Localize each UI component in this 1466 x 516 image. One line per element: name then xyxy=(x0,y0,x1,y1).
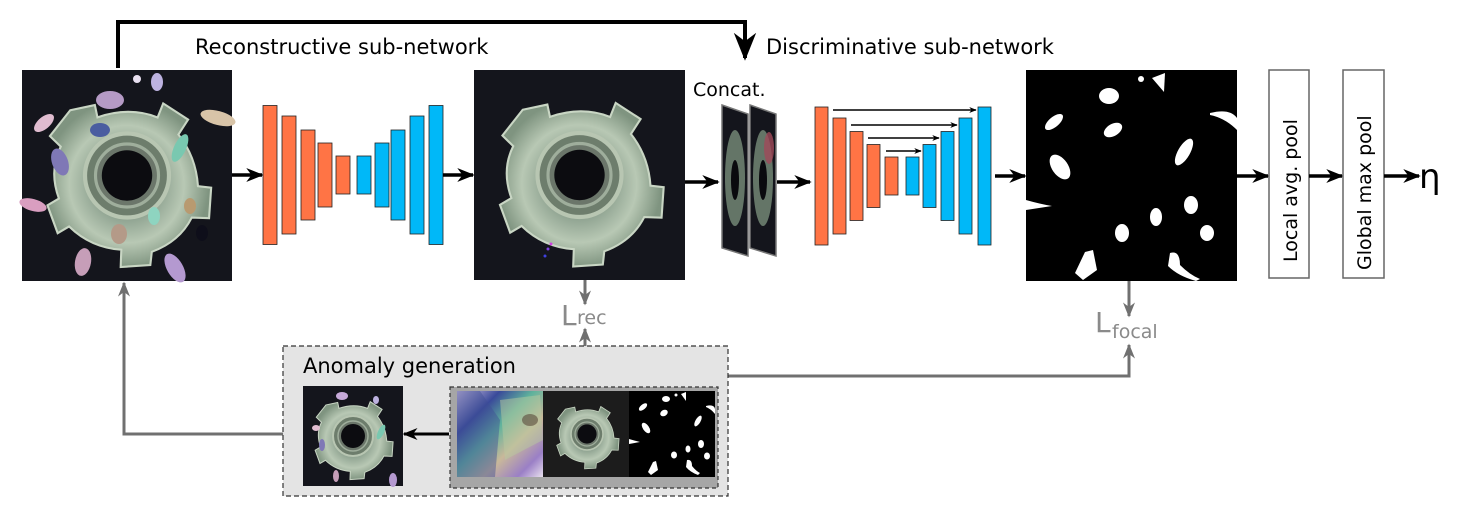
unet-decoder-layer xyxy=(958,117,973,235)
concatenated-images xyxy=(721,103,777,258)
output-anomaly-score: η xyxy=(1419,157,1441,197)
unet-encoder-layer xyxy=(866,144,881,208)
decoder-layer xyxy=(409,115,425,235)
arrow-generated-to-input xyxy=(118,281,283,436)
reconstruction-image xyxy=(474,70,685,280)
encoder-layer xyxy=(281,115,297,235)
local-avg-pool-label: Local avg. pool xyxy=(1280,119,1302,262)
anomaly-source-texture xyxy=(457,391,543,477)
anomaly-sources-group xyxy=(449,386,719,489)
loss-rec: L rec xyxy=(561,299,607,332)
unet-decoder-layer xyxy=(977,106,992,246)
encoder-layer xyxy=(335,155,351,195)
anomaly-free-image xyxy=(543,391,629,477)
local-avg-pool-block: Local avg. pool xyxy=(1268,69,1310,279)
reconstructive-autoencoder xyxy=(262,105,444,245)
concat-label: Concat. xyxy=(693,79,766,101)
anomaly-mask xyxy=(629,391,715,477)
unet-decoder-layer xyxy=(922,144,937,208)
synthetic-anomaly-blobs xyxy=(19,73,236,283)
decoder-layer xyxy=(374,142,390,208)
reconstructive-subnetwork-title: Reconstructive sub-network xyxy=(195,35,489,59)
global-max-pool-label: Global max pool xyxy=(1354,115,1376,270)
arrow-anomaly-mask-to-lfocal xyxy=(670,343,1135,390)
global-max-pool-block: Global max pool xyxy=(1342,69,1385,279)
unet-encoder-layer xyxy=(814,106,829,246)
generated-anomaly-image xyxy=(303,386,403,487)
decoder-layer xyxy=(356,155,372,195)
anomaly-generation-title: Anomaly generation xyxy=(303,354,516,378)
anomaly-generation-box: Anomaly generation xyxy=(282,345,729,497)
loss-rec-main: L xyxy=(561,299,577,332)
encoder-layer xyxy=(300,129,316,221)
decoder-layer xyxy=(428,105,444,245)
unet-decoder-layer xyxy=(940,131,955,221)
unet-decoder-layer xyxy=(905,156,920,196)
augmented-input-image xyxy=(19,70,236,283)
decoder-layer xyxy=(390,129,406,221)
loss-focal-main: L xyxy=(1095,306,1111,339)
loss-focal-subscript: focal xyxy=(1112,321,1158,343)
unet-encoder-layer xyxy=(832,117,847,235)
discriminative-unet xyxy=(814,106,992,246)
predicted-anomaly-mask xyxy=(1026,70,1237,281)
unet-encoder-layer xyxy=(849,131,864,221)
unet-encoder-layer xyxy=(884,156,899,196)
skip-connection-arrow xyxy=(116,20,757,68)
encoder-layer xyxy=(262,105,278,245)
loss-rec-subscript: rec xyxy=(577,307,607,329)
encoder-layer xyxy=(317,142,333,208)
discriminative-subnetwork-title: Discriminative sub-network xyxy=(766,35,1055,59)
loss-focal: L focal xyxy=(1095,306,1158,343)
